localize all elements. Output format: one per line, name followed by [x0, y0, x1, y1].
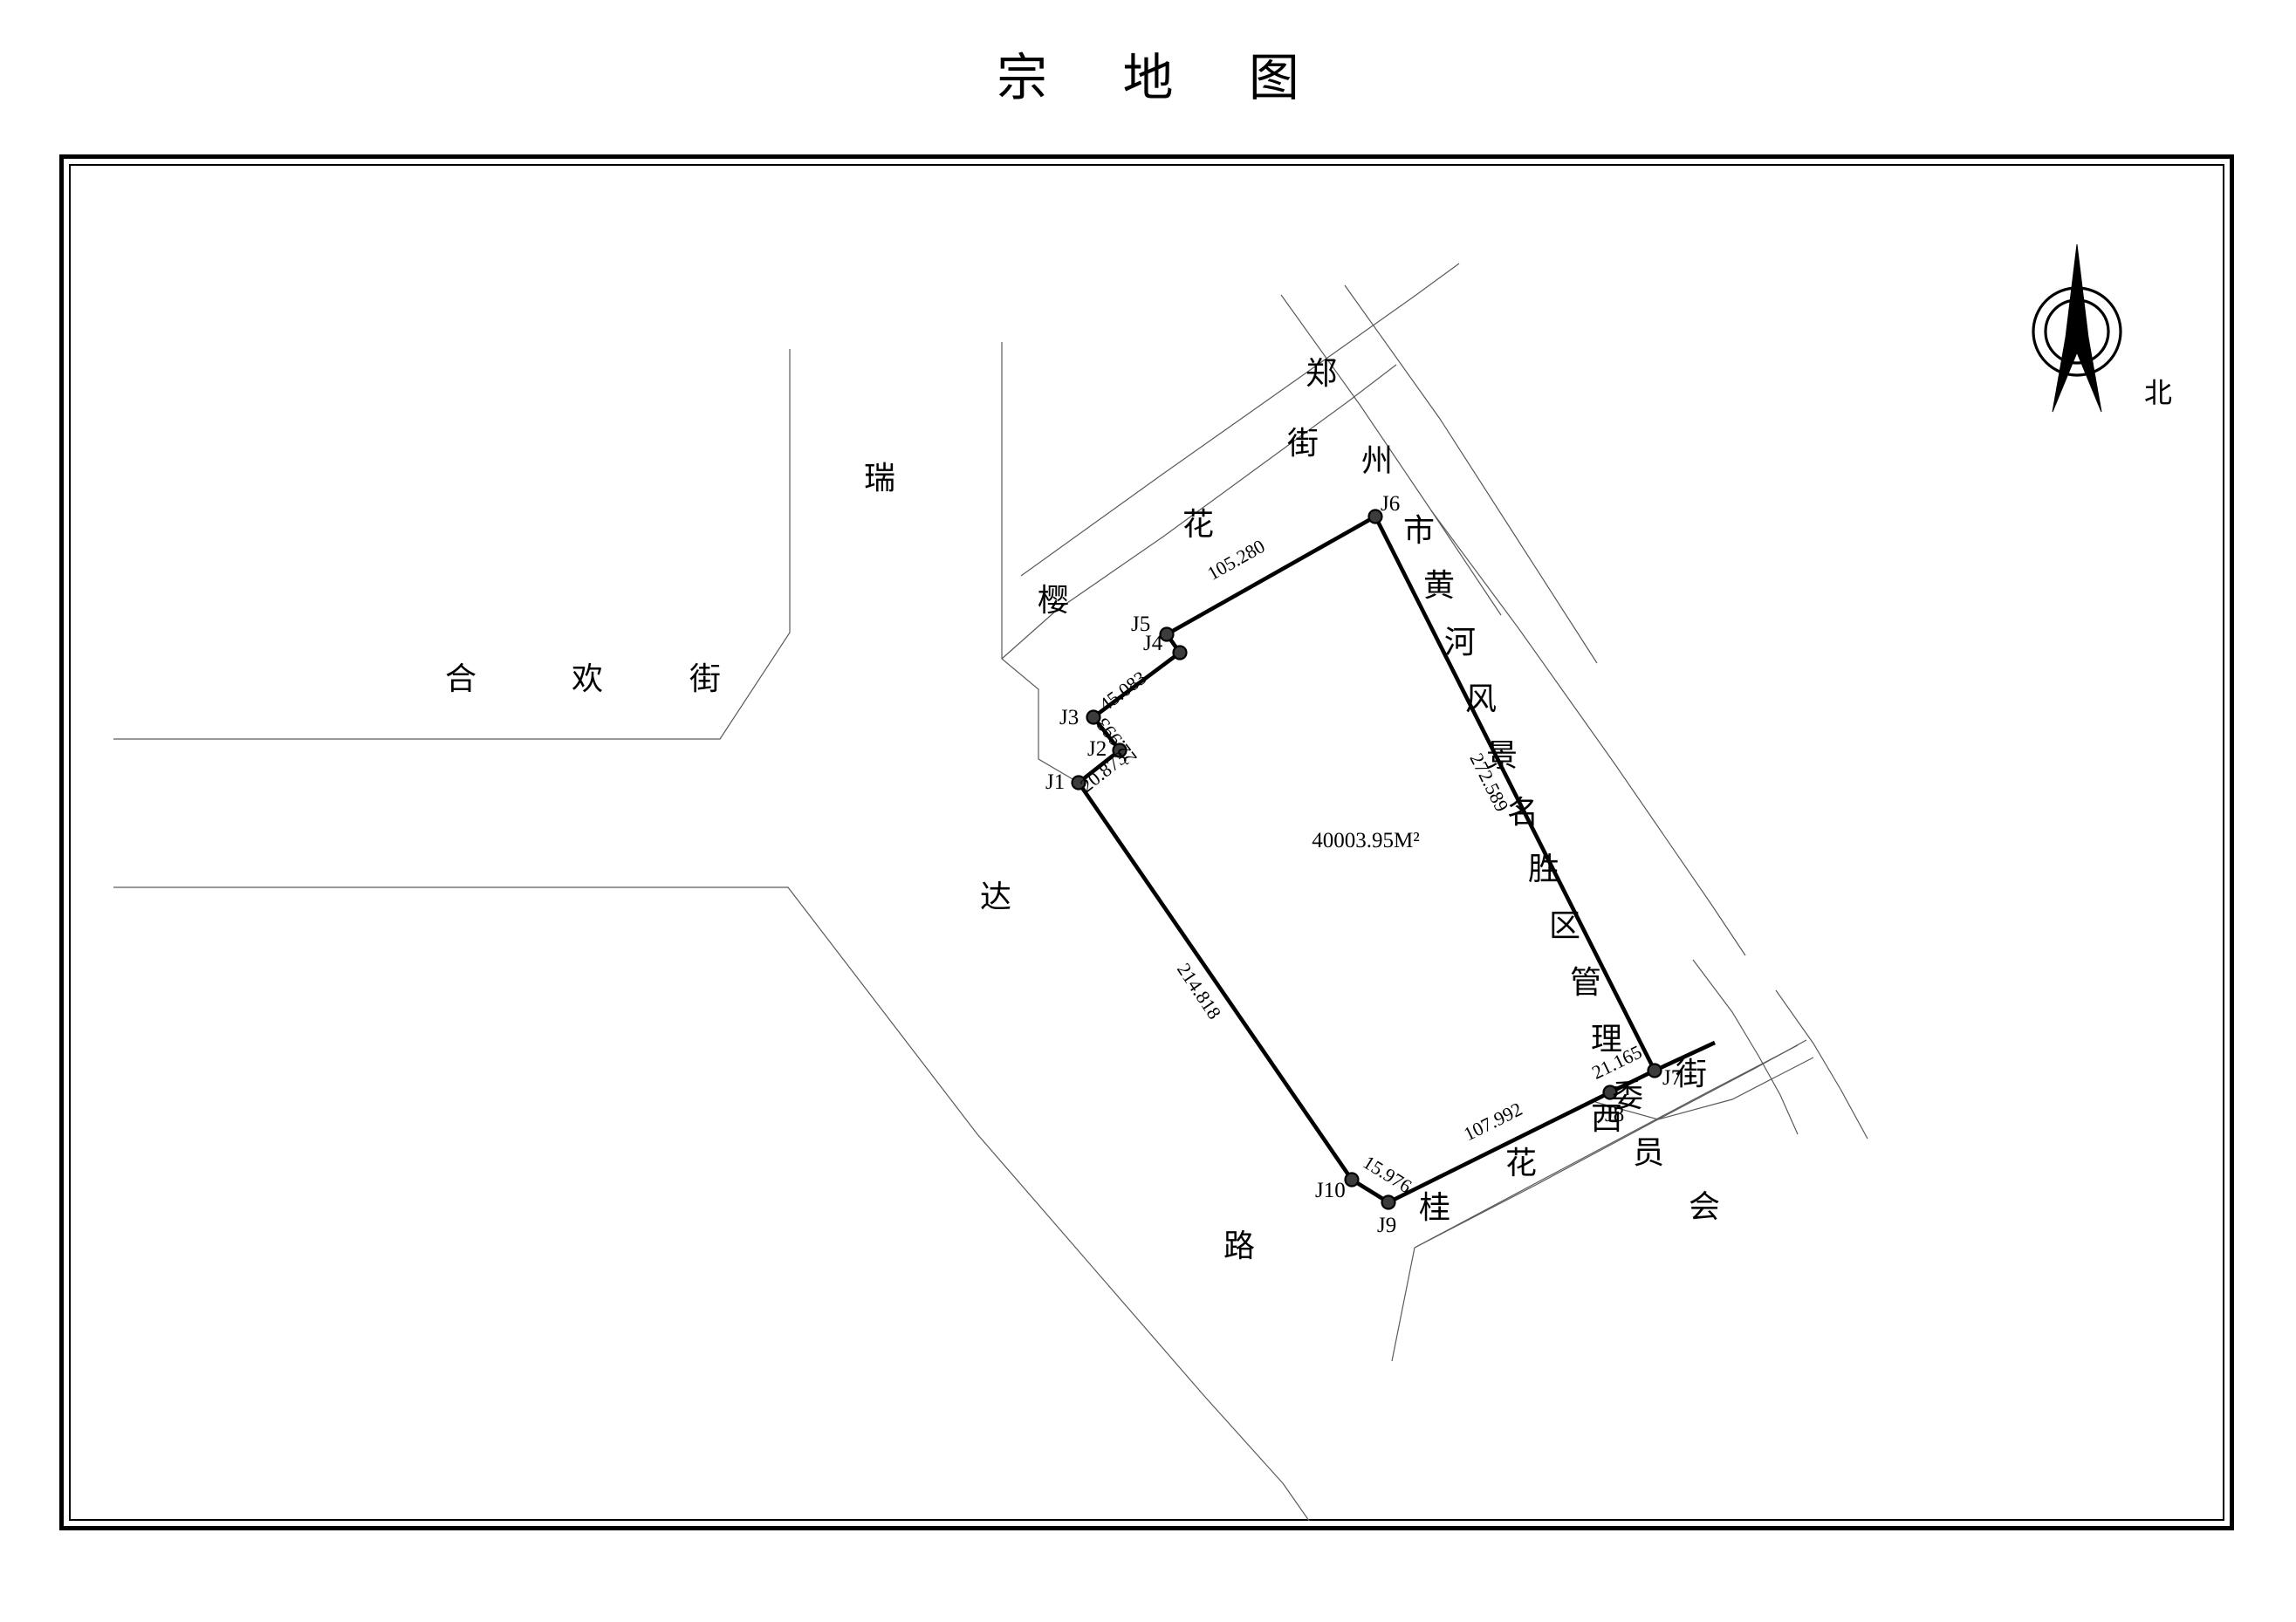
neighbor-parcel-label: 市 黄 河 风 景 名 胜 区 管 理 委 员 会	[1403, 513, 1720, 1224]
street-label-yinghua: 街 花 樱	[1038, 426, 1319, 618]
road-huanghe-parcel-edge	[1430, 510, 1746, 956]
street-label-guihua-char-2: 花	[1505, 1146, 1537, 1181]
road-hui-link	[1594, 1057, 1814, 1120]
neighbor-label-char-wei: 委	[1612, 1078, 1643, 1113]
page-title: 宗 地 图	[997, 50, 1331, 106]
road-guihua-south-kerb-2	[1414, 1044, 1799, 1249]
vertex-label-j8: J8	[1605, 1103, 1624, 1126]
boundary-extension-east	[1654, 1040, 1716, 1073]
street-label-ruida-char-3: 路	[1223, 1228, 1255, 1263]
street-label-zhengzhou: 郑 州	[1306, 356, 1393, 478]
neighbor-label-char-ming: 名	[1507, 795, 1539, 830]
parcel-street-extension	[1654, 1040, 1716, 1073]
parcel-area-label: 40003.95M²	[1312, 829, 1419, 852]
road-hui-west-kerb	[1692, 959, 1799, 1135]
neighbor-label-char-yuan: 员	[1633, 1135, 1664, 1170]
vertex-marker-j3	[1086, 709, 1101, 725]
neighbor-label-char-li: 理	[1591, 1022, 1622, 1057]
road-guihua-south-kerb	[1391, 1247, 1415, 1362]
road-zhengzhou-west-kerb	[1280, 294, 1502, 616]
parcel-boundary-path	[1075, 513, 1658, 1205]
street-label-guihua-char-4: 街	[1676, 1057, 1707, 1092]
vertex-label-j9: J9	[1377, 1214, 1396, 1237]
cadastral-map-canvas: J1 J2 J3 J4 J5 J6 J7 J8 J9 J10 105.280 4…	[113, 263, 1868, 1521]
vertex-label-j5: J5	[1131, 613, 1150, 636]
neighbor-label-char-jing: 景	[1486, 738, 1518, 773]
street-label-zhengzhou-char-1: 郑	[1306, 356, 1337, 391]
street-label-yinghua-char-3: 街	[1287, 426, 1319, 461]
street-label-yinghua-char-1: 樱	[1038, 583, 1069, 618]
vertex-label-j4: J4	[1143, 632, 1163, 655]
street-label-hehuan-char-1: 合	[445, 661, 476, 696]
street-label-hehuan: 合 欢 街	[445, 661, 721, 696]
vertex-label-j3: J3	[1059, 706, 1079, 729]
vertex-marker-j7	[1647, 1063, 1662, 1078]
street-label-zhengzhou-char-2: 州	[1361, 443, 1393, 478]
map-frame-outer-border	[59, 154, 2234, 1530]
parcel-vertex-markers	[1071, 509, 1662, 1210]
road-block-line-lower-left	[1282, 1482, 1310, 1521]
road-yinghua-north-kerb	[1020, 263, 1460, 577]
neighbor-label-char-sheng: 胜	[1528, 852, 1559, 886]
vertex-marker-j9	[1381, 1194, 1396, 1210]
street-label-guihua-char-3: 西	[1591, 1101, 1622, 1136]
vertex-marker-j1	[1071, 775, 1086, 790]
north-arrow-needle	[2052, 243, 2102, 413]
vertex-marker-j2	[1112, 743, 1127, 758]
neighbor-label-char-shi: 市	[1403, 513, 1435, 548]
vertex-marker-j4	[1172, 645, 1188, 660]
road-hehuan-south-kerb	[113, 886, 1284, 1484]
street-label-yinghua-char-2: 花	[1182, 507, 1214, 542]
parcel-vertex-labels: J1 J2 J3 J4 J5 J6 J7 J8 J9 J10	[1045, 492, 1682, 1237]
road-network	[113, 263, 1868, 1521]
street-label-guihua-west: 桂 花 西 街	[1419, 1057, 1707, 1225]
street-label-ruida: 瑞 达 路	[864, 461, 1255, 1263]
vertex-marker-j10	[1344, 1172, 1360, 1187]
street-label-hehuan-char-2: 欢	[572, 661, 603, 696]
edge-length-j5-j6: 105.280	[1203, 535, 1269, 585]
neighbor-label-char-guan: 管	[1570, 965, 1601, 1000]
road-yinghua-south-kerb	[1001, 364, 1397, 660]
neighbor-label-char-hui: 会	[1689, 1189, 1720, 1224]
vertex-marker-j6	[1367, 509, 1383, 524]
vertex-label-j7: J7	[1662, 1066, 1682, 1090]
vertex-label-j6: J6	[1381, 492, 1400, 516]
map-frame-inner-border	[69, 164, 2224, 1521]
vertex-marker-j8	[1602, 1085, 1618, 1100]
street-label-guihua-char-1: 桂	[1419, 1190, 1450, 1225]
edge-length-j1-j10: 214.818	[1173, 959, 1226, 1023]
street-label-ruida-char-1: 瑞	[864, 461, 895, 496]
road-hehuan-north-kerb	[113, 349, 791, 740]
north-arrow-icon	[2032, 243, 2122, 413]
neighbor-label-char-huang: 黄	[1423, 568, 1455, 603]
vertex-marker-j5	[1159, 626, 1175, 642]
road-zhengzhou-east-kerb	[1344, 284, 1598, 664]
neighbor-label-char-he: 河	[1444, 625, 1476, 660]
neighbor-label-char-qu: 区	[1549, 908, 1580, 943]
street-label-ruida-char-2: 达	[980, 879, 1011, 914]
edge-length-j3-j4: 45.083	[1095, 667, 1150, 715]
street-label-hehuan-char-3: 街	[689, 661, 721, 696]
vertex-label-j1: J1	[1045, 770, 1065, 794]
neighbor-label-char-feng: 风	[1465, 681, 1497, 716]
road-hui-east-kerb	[1775, 989, 1868, 1140]
vertex-label-j2: J2	[1087, 737, 1107, 761]
parcel-boundary	[1075, 513, 1658, 1205]
road-ruida-west-kerb	[1001, 342, 1079, 784]
north-direction-label: 北	[2144, 377, 2173, 408]
vertex-label-j10: J10	[1315, 1179, 1346, 1202]
